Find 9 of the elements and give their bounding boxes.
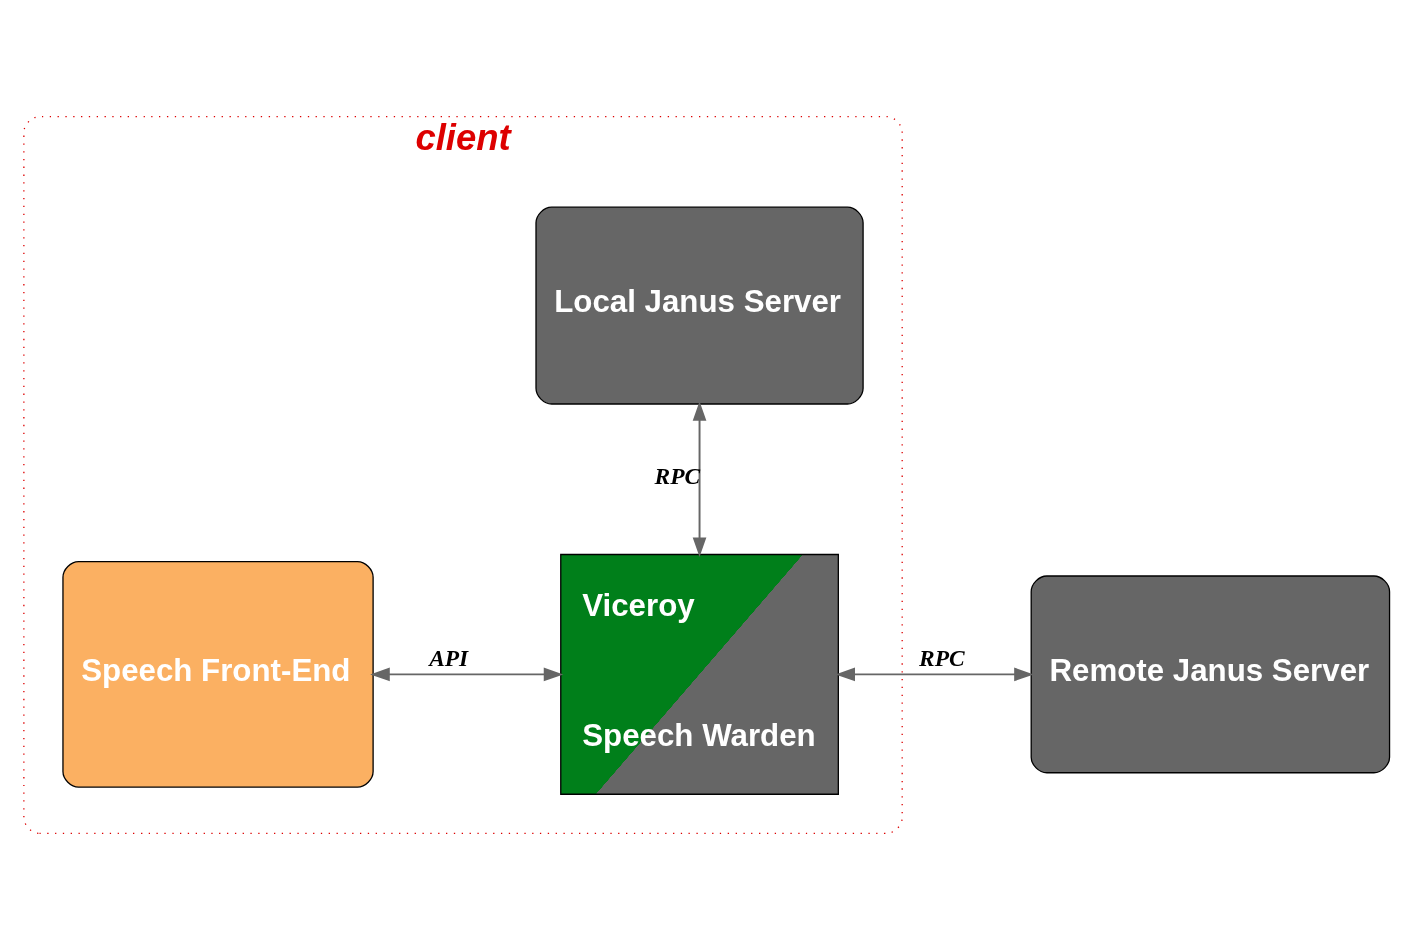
node-box: Remote Janus Server	[1030, 574, 1391, 773]
edge-label: API	[429, 644, 469, 671]
node-box: Viceroy Speech Warden	[560, 553, 839, 795]
arrow	[370, 667, 564, 681]
edge-label: RPC	[919, 644, 965, 671]
arrow	[692, 400, 707, 557]
arrow	[835, 667, 1034, 681]
node-box: Speech Front-End	[62, 560, 374, 788]
node-box: Local Janus Server	[535, 206, 864, 405]
